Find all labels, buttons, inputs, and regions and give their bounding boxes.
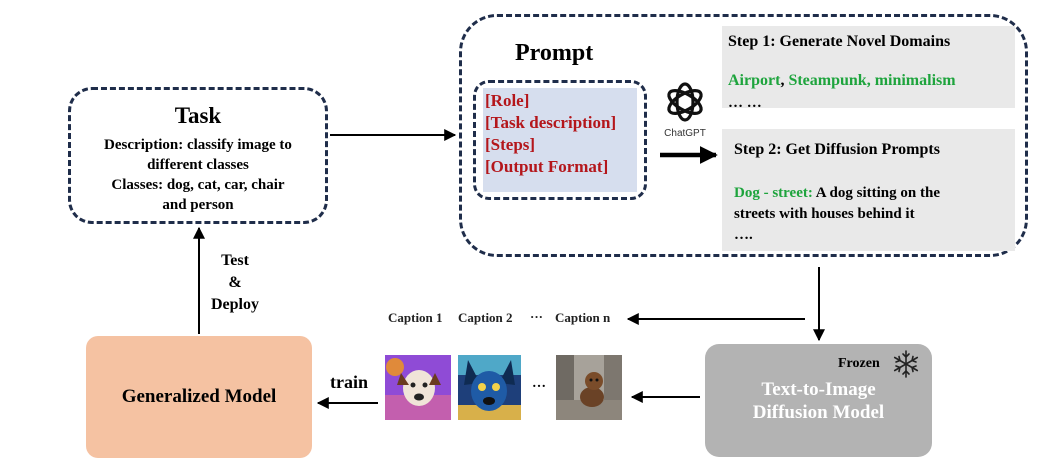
step1-domains: Airport, Steampunk, minimalism bbox=[728, 72, 956, 90]
train-label: train bbox=[330, 372, 368, 392]
diffusion-label-line-2: Diffusion Model bbox=[752, 402, 885, 423]
task-desc-line-1: Description: classify image to bbox=[104, 137, 292, 153]
step1-title: Step 1: Generate Novel Domains bbox=[728, 33, 951, 50]
ampersand-label: & bbox=[228, 274, 242, 291]
prompt-box bbox=[459, 14, 1028, 257]
step2-example-key: Dog - street: bbox=[734, 185, 813, 201]
test-deploy-label: Test & Deploy bbox=[205, 250, 265, 316]
domain-steampunk-minimalism: Steampunk, minimalism bbox=[788, 72, 956, 89]
prompt-item-steps: [Steps] bbox=[485, 135, 536, 154]
task-box bbox=[68, 87, 328, 224]
step2-example-text-1: A dog sitting on the bbox=[812, 185, 940, 201]
task-description: Description: classify image to different… bbox=[78, 135, 318, 215]
caption-dots: ··· bbox=[530, 309, 544, 324]
caption-2: Caption 2 bbox=[458, 310, 513, 325]
generated-image-1 bbox=[385, 355, 451, 420]
step1-box bbox=[722, 26, 1015, 108]
step2-title: Step 2: Get Diffusion Prompts bbox=[734, 141, 940, 158]
frozen-label: Frozen bbox=[838, 356, 880, 371]
prompt-template-items: [Role] [Task description] [Steps] [Outpu… bbox=[485, 90, 616, 178]
prompt-item-role: [Role] bbox=[485, 91, 530, 110]
prompt-item-task-description: [Task description] bbox=[485, 113, 617, 132]
generalized-model-box bbox=[86, 336, 312, 458]
task-desc-line-2: different classes bbox=[147, 157, 249, 173]
task-title: Task bbox=[174, 103, 222, 128]
step1-ellipsis: … … bbox=[728, 95, 762, 111]
diffusion-model-label: Text-to-Image Diffusion Model bbox=[705, 378, 932, 424]
prompt-item-output-format: [Output Format] bbox=[485, 157, 609, 176]
task-desc-line-3: Classes: dog, cat, car, chair bbox=[111, 177, 285, 193]
generated-image-n bbox=[556, 355, 622, 420]
test-label: Test bbox=[221, 252, 249, 269]
images-ellipsis: … bbox=[532, 376, 546, 391]
step2-example-text-2: streets with houses behind it bbox=[734, 206, 915, 222]
step2-box bbox=[722, 129, 1015, 251]
generalized-model-label: Generalized Model bbox=[121, 386, 277, 407]
diffusion-model-box bbox=[705, 344, 932, 457]
chatgpt-logo-icon bbox=[667, 82, 703, 122]
prompt-template-box bbox=[473, 80, 647, 200]
deploy-label: Deploy bbox=[211, 296, 259, 313]
task-desc-line-4: and person bbox=[162, 197, 234, 213]
caption-n: Caption n bbox=[555, 310, 611, 325]
domain-separator: , bbox=[780, 72, 789, 89]
diffusion-label-line-1: Text-to-Image bbox=[761, 379, 876, 400]
prompt-template-fill bbox=[483, 88, 637, 192]
domain-airport: Airport bbox=[728, 72, 781, 89]
generated-image-2 bbox=[458, 355, 521, 420]
step2-ellipsis: …. bbox=[734, 227, 753, 243]
prompt-title: Prompt bbox=[515, 40, 594, 66]
step2-example: Dog - street: A dog sitting on the stree… bbox=[734, 183, 940, 225]
snowflake-icon bbox=[893, 350, 919, 378]
caption-1: Caption 1 bbox=[388, 310, 443, 325]
chatgpt-label: ChatGPT bbox=[664, 128, 706, 139]
